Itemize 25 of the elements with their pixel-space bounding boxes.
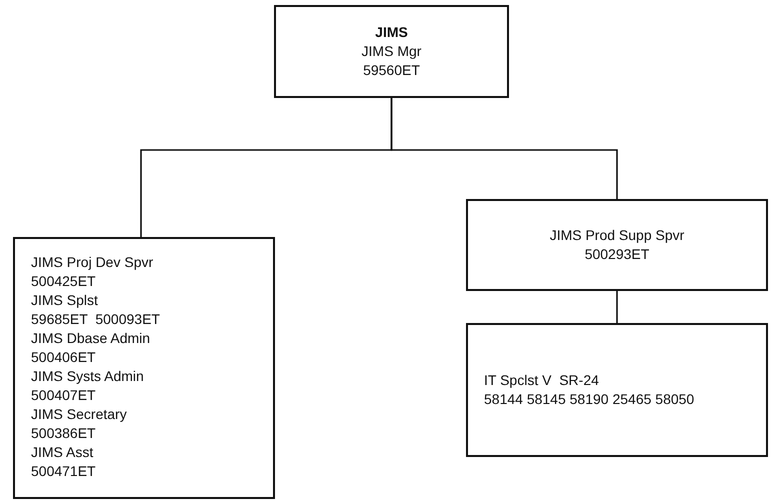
position-text: 500471ET [31,462,96,481]
position-title: IT Spclst V SR-24 [484,371,599,390]
position-box [466,199,768,291]
position-text: 58144 58145 58190 25465 58050 [484,390,694,409]
position-text: JIMS Mgr [362,42,422,61]
position-title: JIMS Splst [31,291,98,310]
connector-line [616,291,618,323]
position-text: 500406ET [31,348,96,367]
position-title: JIMS Dbase Admin [31,329,150,348]
position-box [13,237,275,499]
position-text: 500293ET [584,245,650,264]
position-box [466,323,768,457]
position-text: 500386ET [31,424,96,443]
position-title: JIMS Systs Admin [31,367,144,386]
position-title: JIMS Prod Supp Spvr [550,226,684,245]
position-text: JIMS [375,23,408,42]
position-title: JIMS Secretary [31,405,127,424]
position-text: 500425ET [31,272,96,291]
position-text: 59685ET 500093ET [31,310,160,329]
position-box [274,5,509,98]
position-text: 500407ET [31,386,96,405]
connector-line [390,98,618,199]
position-title: JIMS Asst [31,443,94,462]
position-text: 59560ET [363,61,420,80]
position-title: JIMS Proj Dev Spvr [31,253,154,272]
